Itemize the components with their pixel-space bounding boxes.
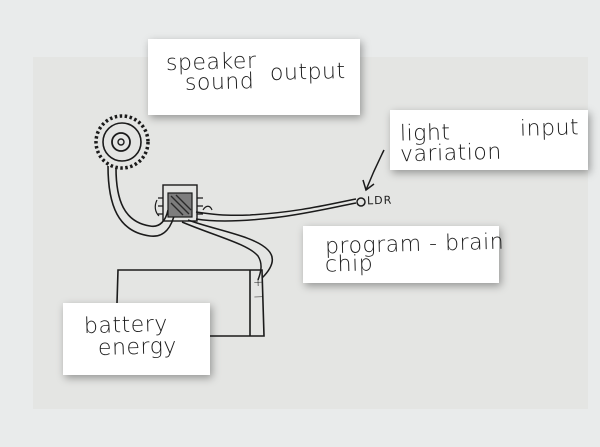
battery-label-card: [63, 303, 210, 375]
light-label-line2: variation: [399, 139, 503, 168]
light-label-card: [390, 110, 588, 170]
chip-label-card: [303, 226, 499, 283]
speaker-icon: [94, 114, 150, 170]
ldr-icon: [356, 197, 366, 207]
light-arrow-icon: [362, 149, 385, 192]
speaker-wires: [107, 165, 176, 237]
battery-label-line2: energy: [97, 333, 178, 362]
chip-label-line2: chip: [324, 251, 374, 278]
speaker-label-line2: sound: [184, 69, 255, 96]
ldr-label: LDR: [366, 193, 393, 208]
speaker-label-line1b: output: [269, 59, 346, 86]
ldr-wires: [195, 198, 357, 222]
chip-icon: [154, 184, 203, 222]
speaker-label-card: [148, 39, 360, 115]
battery-plus-sign: +: [252, 274, 264, 290]
light-label-line1b: input: [519, 115, 580, 142]
battery-minus-sign: −: [252, 289, 265, 306]
battery-wires: [181, 219, 273, 281]
